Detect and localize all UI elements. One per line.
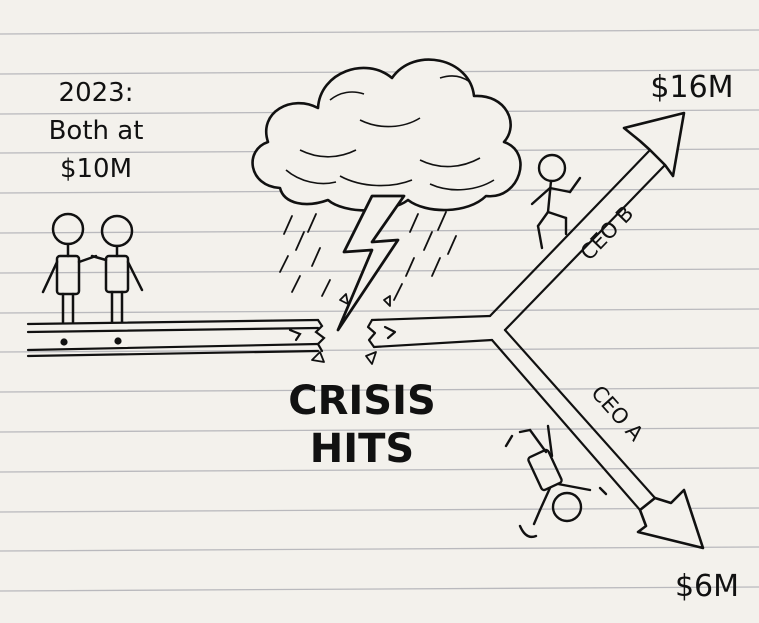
- storm-cloud: [251, 58, 522, 212]
- down-arrow-head: [636, 488, 705, 550]
- two-ceos-figures: [41, 212, 144, 324]
- climbing-figure: [530, 153, 582, 250]
- starting-road: [26, 318, 326, 358]
- crisis-title-line1: CRISIS: [288, 378, 436, 424]
- crack-debris: [311, 293, 391, 365]
- rain-streaks: [279, 211, 457, 301]
- crisis-title-line2: HITS: [310, 426, 414, 472]
- start-year-label: 2023:: [59, 78, 134, 108]
- ceo-b-amount: $16M: [650, 70, 733, 105]
- falling-figure: [504, 424, 608, 539]
- ceo-b-label: CEO B: [576, 201, 639, 265]
- ceo-a-label: CEO A: [586, 381, 648, 446]
- up-arrow-head: [622, 111, 686, 178]
- split-road: [366, 148, 667, 512]
- start-caption-label: Both at: [49, 116, 144, 146]
- ceo-a-amount: $6M: [675, 569, 739, 604]
- start-amount-label: $10M: [60, 154, 132, 184]
- lightning-bolt-icon: [336, 194, 406, 332]
